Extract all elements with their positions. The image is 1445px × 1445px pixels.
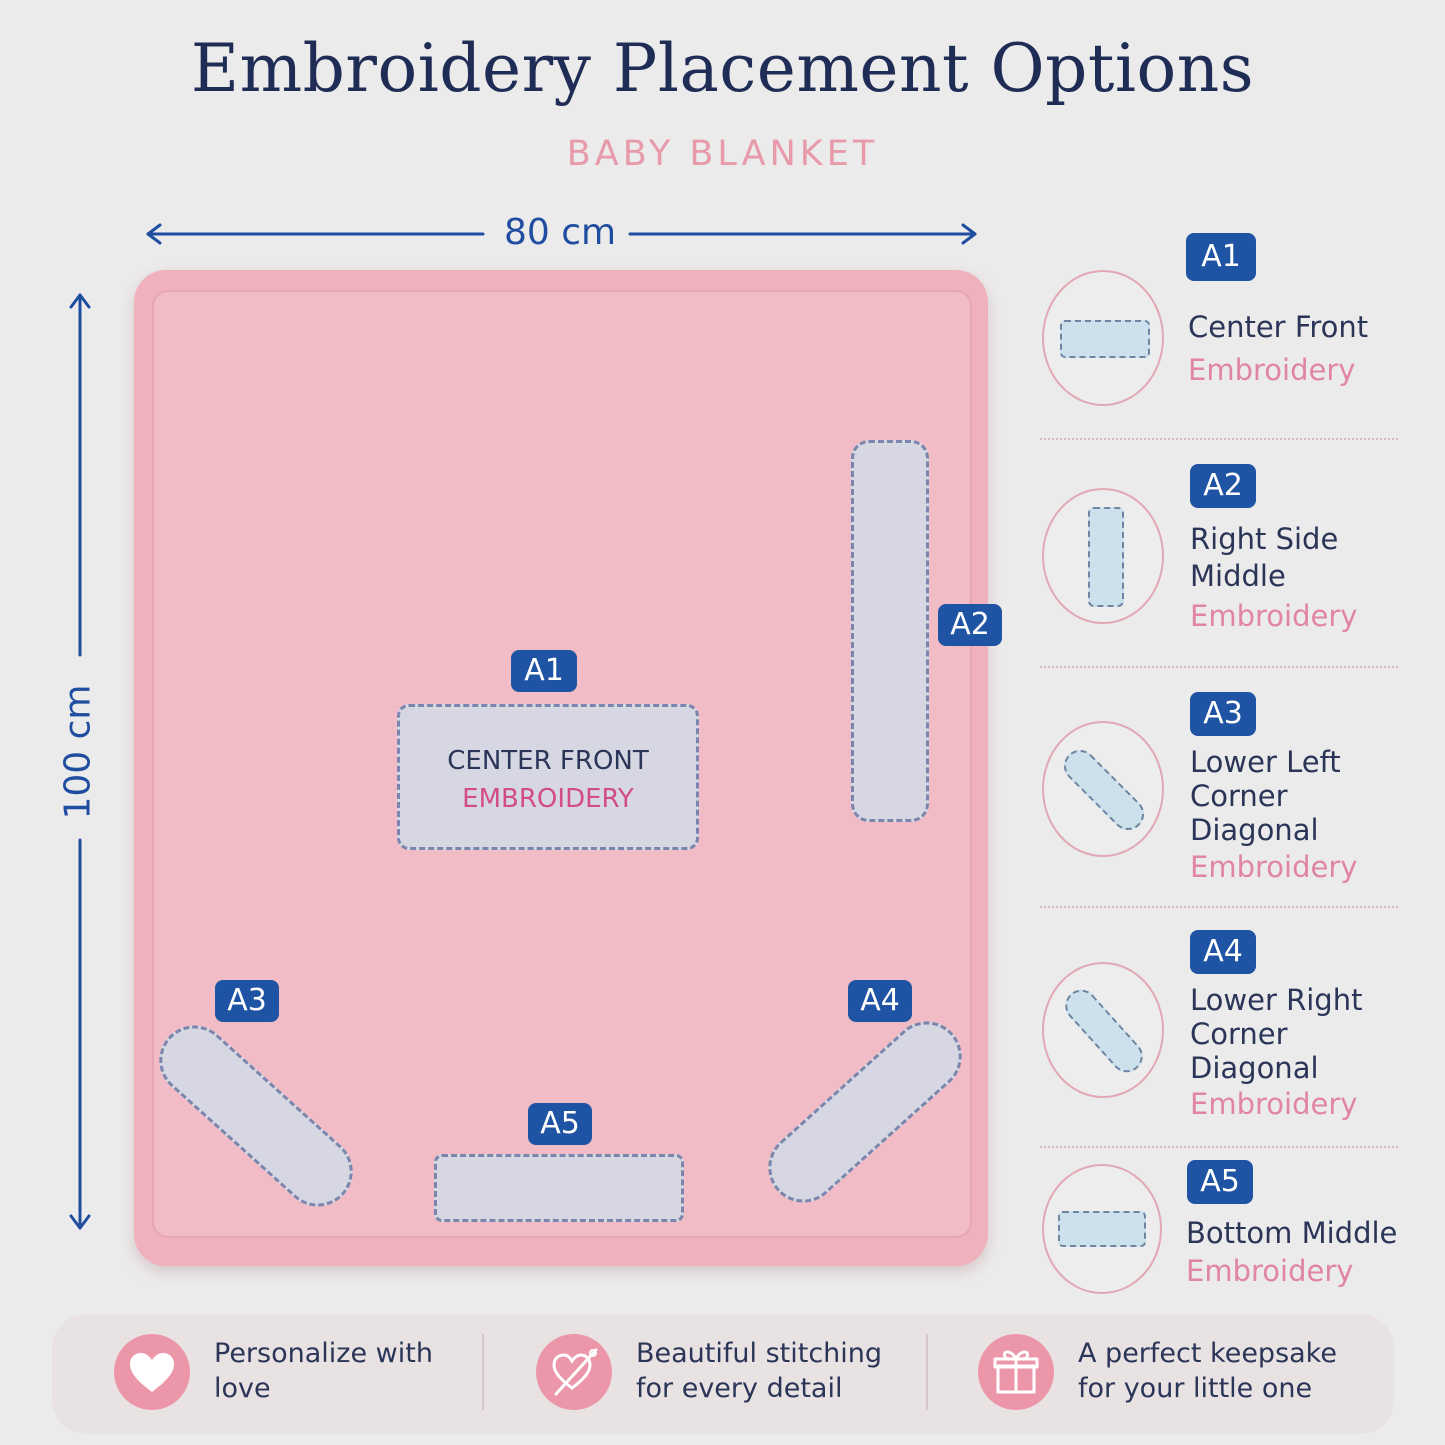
- option-a3-title-2: Corner: [1190, 779, 1288, 813]
- zone-a5-badge[interactable]: A5: [528, 1103, 592, 1145]
- option-a4-icon: [1042, 962, 1164, 1098]
- option-a3-title-3: Diagonal: [1190, 813, 1319, 847]
- option-a2-title-2: Middle: [1190, 559, 1286, 593]
- footer-item-2-line2: for every detail: [636, 1373, 843, 1404]
- option-a1-shape: [1060, 320, 1150, 358]
- option-a2-shape: [1088, 507, 1124, 607]
- option-a4-title-2: Corner: [1190, 1017, 1288, 1051]
- option-a1-title: Center Front: [1188, 310, 1369, 344]
- footer-banner: Personalize with love Beautiful stitchin…: [52, 1314, 1394, 1434]
- option-a2-icon: [1042, 488, 1164, 624]
- option-a5-badge[interactable]: A5: [1187, 1160, 1253, 1204]
- zone-a1-badge[interactable]: A1: [511, 650, 577, 692]
- option-a5-icon: [1042, 1164, 1162, 1294]
- option-separator: [1040, 906, 1398, 908]
- footer-item-1-line1: Personalize with: [214, 1338, 433, 1369]
- option-a4-title-1: Lower Right: [1190, 983, 1363, 1017]
- option-a2-title-1: Right Side: [1190, 522, 1339, 556]
- zone-a4-badge[interactable]: A4: [848, 980, 912, 1022]
- option-a3-title-1: Lower Left: [1190, 745, 1341, 779]
- option-a4-badge[interactable]: A4: [1190, 930, 1256, 974]
- page-title: Embroidery Placement Options: [190, 30, 1255, 107]
- option-separator: [1040, 666, 1398, 668]
- option-a4-title-3: Diagonal: [1190, 1051, 1319, 1085]
- gift-icon: [978, 1334, 1054, 1410]
- option-a1-icon: [1042, 270, 1164, 406]
- footer-divider: [926, 1334, 928, 1410]
- option-a2-badge[interactable]: A2: [1190, 464, 1256, 508]
- height-label: 100 cm: [57, 684, 99, 820]
- zone-a5-bottom-middle[interactable]: [434, 1154, 684, 1222]
- option-a5-shape: [1058, 1211, 1146, 1247]
- option-a2-sub: Embroidery: [1190, 599, 1358, 633]
- needle-heart-icon: [536, 1334, 612, 1410]
- option-a3-badge[interactable]: A3: [1190, 692, 1256, 736]
- option-a1-badge[interactable]: A1: [1186, 233, 1256, 281]
- option-a3-shape: [1057, 743, 1151, 837]
- option-separator: [1040, 1146, 1398, 1148]
- option-a4-shape: [1058, 983, 1150, 1079]
- option-a1-sub: Embroidery: [1188, 353, 1356, 387]
- heart-icon: [114, 1334, 190, 1410]
- page-subtitle: BABY BLANKET: [566, 134, 879, 174]
- option-separator: [1040, 438, 1398, 440]
- zone-a1-line2: EMBROIDERY: [462, 784, 634, 814]
- footer-item-2-line1: Beautiful stitching: [636, 1338, 883, 1369]
- zone-a1-line1: CENTER FRONT: [447, 746, 649, 776]
- zone-a1-center-front[interactable]: [397, 704, 699, 850]
- footer-item-3-line1: A perfect keepsake: [1078, 1338, 1337, 1369]
- option-a3-sub: Embroidery: [1190, 850, 1358, 884]
- option-a3-icon: [1042, 721, 1164, 857]
- option-a5-sub: Embroidery: [1186, 1254, 1354, 1288]
- zone-a2-badge[interactable]: A2: [938, 604, 1002, 646]
- zone-a2-right-side[interactable]: [851, 440, 929, 822]
- width-label: 80 cm: [503, 212, 617, 253]
- zone-a3-badge[interactable]: A3: [215, 980, 279, 1022]
- option-a5-title: Bottom Middle: [1186, 1216, 1398, 1250]
- footer-item-3-line2: for your little one: [1078, 1373, 1313, 1404]
- footer-divider: [482, 1334, 484, 1410]
- footer-item-1-line2: love: [214, 1373, 271, 1404]
- option-a4-sub: Embroidery: [1190, 1087, 1358, 1121]
